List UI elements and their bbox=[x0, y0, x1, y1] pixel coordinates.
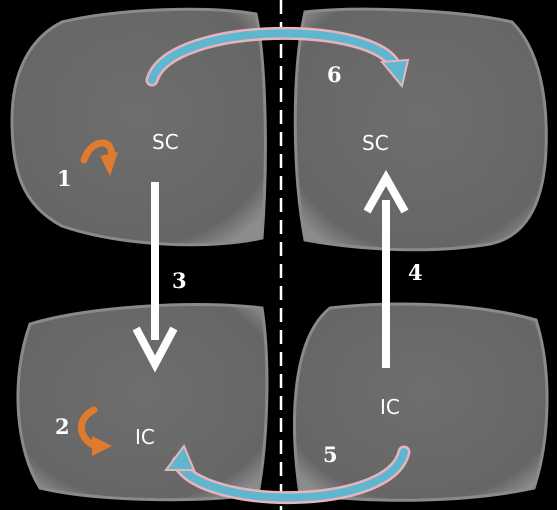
region-label-top-right: SC bbox=[362, 131, 389, 155]
curved-arrow-icon bbox=[78, 406, 112, 456]
bottom-right-lobe bbox=[292, 302, 549, 502]
step-label-2: 2 bbox=[55, 414, 70, 439]
region-label-bottom-left: IC bbox=[135, 425, 155, 449]
step-label-5: 5 bbox=[323, 442, 338, 467]
region-label-bottom-right: IC bbox=[380, 395, 400, 419]
curved-arrow-icon bbox=[80, 139, 118, 176]
straight-arrow-icon bbox=[132, 182, 178, 373]
arc-arrow-icon bbox=[164, 444, 411, 504]
region-label-top-left: SC bbox=[152, 130, 179, 154]
step-label-6: 6 bbox=[327, 62, 342, 87]
arc-arrow-icon bbox=[145, 26, 410, 89]
step-label-3: 3 bbox=[172, 268, 187, 293]
step-label-1: 1 bbox=[57, 166, 72, 191]
straight-arrow-icon bbox=[363, 169, 409, 368]
step-label-4: 4 bbox=[408, 260, 423, 285]
top-right-lobe bbox=[293, 7, 548, 252]
top-left-lobe bbox=[10, 7, 267, 247]
